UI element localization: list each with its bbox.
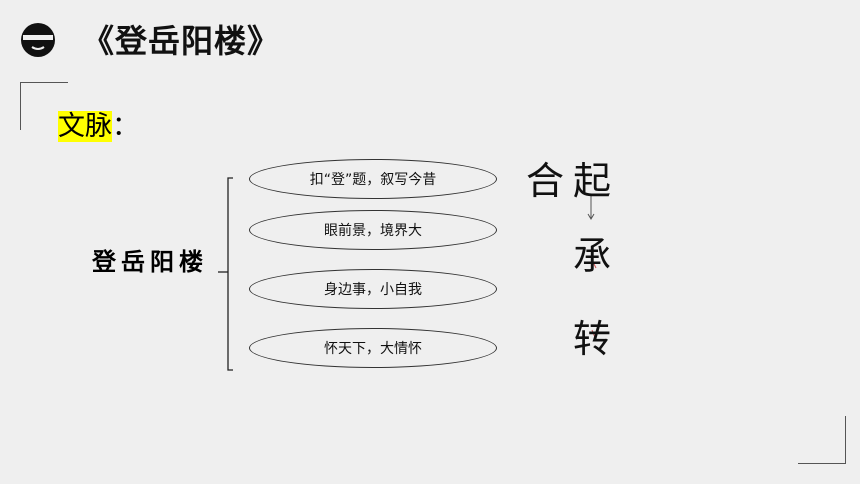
section-label: 文脉： <box>58 104 139 143</box>
oval-item-3: 身边事，小自我 <box>249 269 497 309</box>
corner-bracket-top-left <box>20 82 68 130</box>
oval-item-4: 怀天下，大情怀 <box>249 328 497 368</box>
structure-qi: 起 <box>573 159 612 203</box>
structure-cheng: 承 <box>573 234 612 278</box>
page-title: 《登岳阳楼》 <box>82 22 281 60</box>
oval-item-2: 眼前景，境界大 <box>249 210 497 250</box>
center-label: 登岳阳楼 <box>92 247 208 276</box>
oval-item-1: 扣“登”题，叙写今昔 <box>249 159 497 199</box>
corner-bracket-bottom-right <box>798 416 846 464</box>
structure-he: 合 <box>526 159 565 203</box>
structure-zhuan: 转 <box>573 317 612 361</box>
section-label-colon: ： <box>112 111 139 142</box>
logo-icon <box>21 23 55 57</box>
section-label-text: 文脉 <box>58 111 112 142</box>
